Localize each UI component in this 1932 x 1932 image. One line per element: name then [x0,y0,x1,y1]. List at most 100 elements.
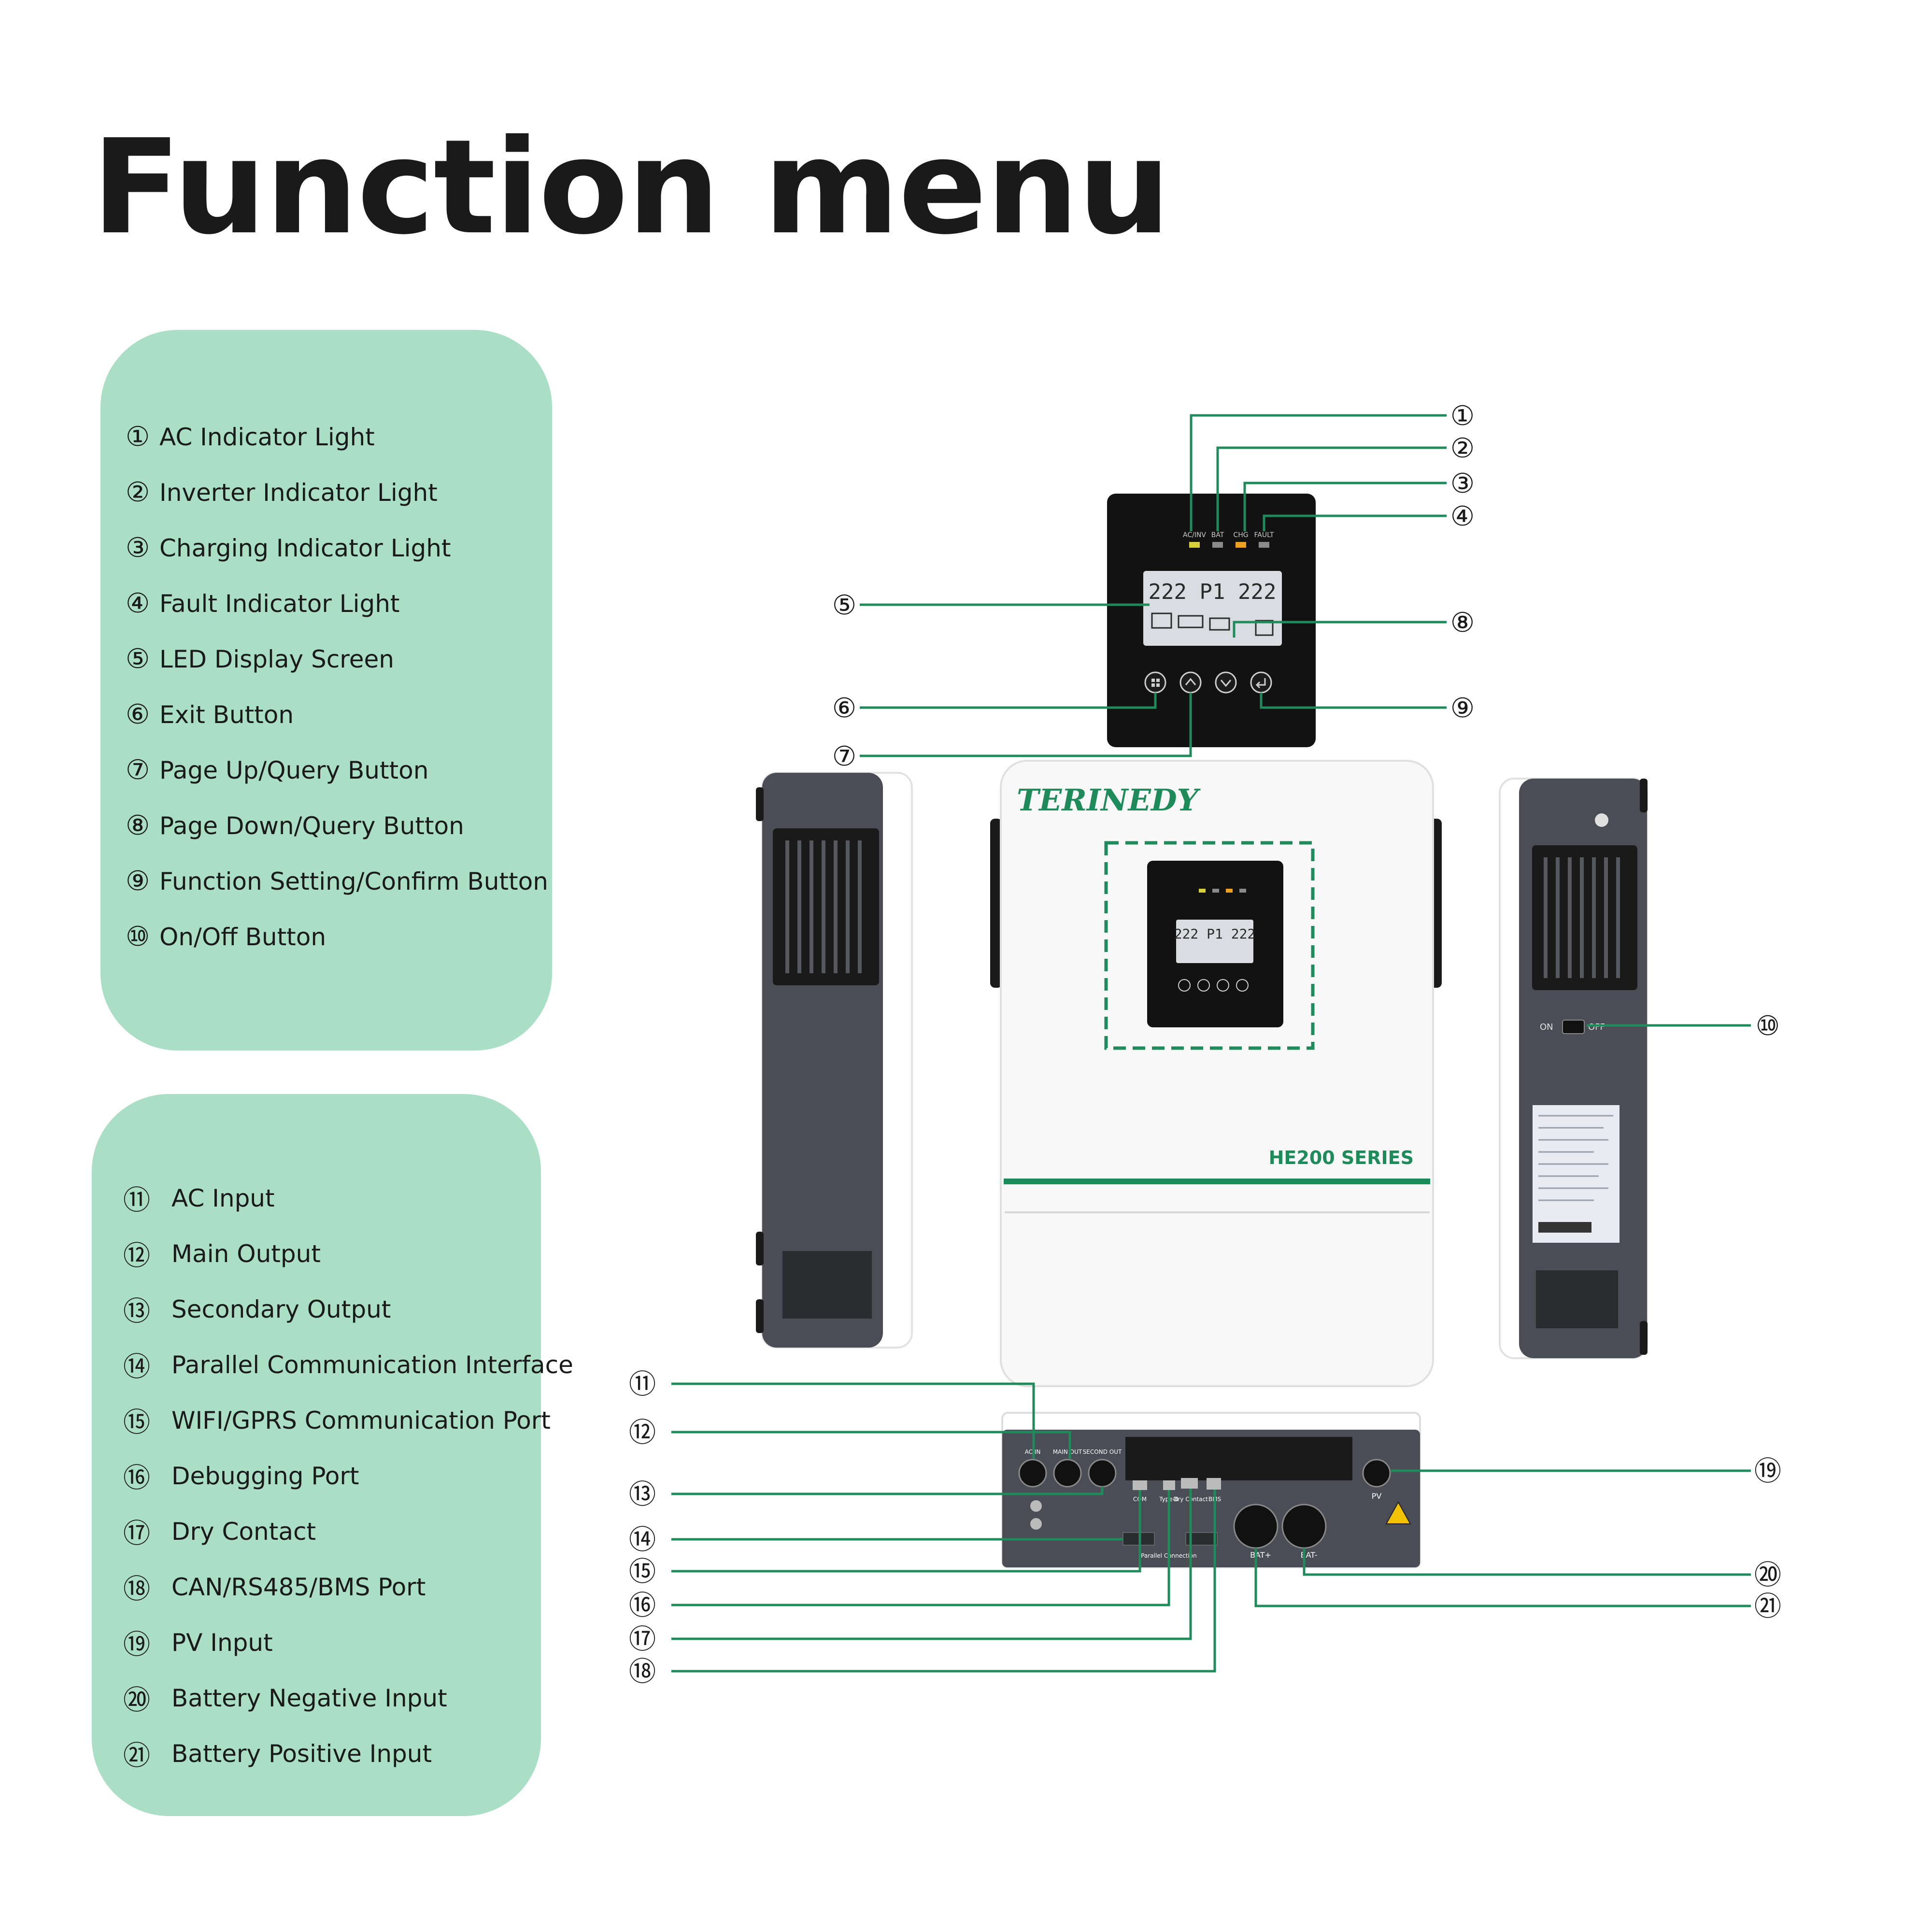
legend-number: ⑨ [126,866,150,897]
type-b-port [1163,1480,1175,1490]
legend-number: ⑮ [123,1407,150,1438]
chg-indicator-light [1236,542,1246,548]
switch-on-label: ON [1540,1022,1553,1032]
callout-13: ⑬ [629,1479,656,1510]
legend-item-14: ⑭ Parallel Communication Interface [123,1345,573,1384]
legend-label: Battery Negative Input [171,1684,447,1712]
legend-number: ⑲ [123,1629,150,1661]
highlight-box [1104,841,1315,1050]
legend-label: LED Display Screen [159,645,394,673]
callout-14: ⑭ [629,1524,656,1556]
legend-label: Function Setting/Confirm Button [159,867,548,895]
legend-item-11: ⑪ AC Input [123,1179,275,1218]
bottom-view: AC IN MAIN OUT SECOND OUT COM Type-B Dry… [1001,1412,1421,1568]
callout-11: ⑪ [629,1369,656,1400]
legend-item-18: ⑱ CAN/RS485/BMS Port [123,1567,426,1606]
on-off-switch[interactable] [1562,1020,1585,1034]
callout-15: ⑮ [629,1556,656,1588]
legend-item-2: ② Inverter Indicator Light [126,477,438,508]
front-lcd-readout: 222 P1 222 [1174,926,1256,942]
legend-label: WIFI/GPRS Communication Port [171,1406,551,1435]
legend-label: CAN/RS485/BMS Port [171,1573,426,1601]
legend-number: ① [126,421,150,453]
page-up-button[interactable] [1179,671,1202,694]
legend-item-3: ③ Charging Indicator Light [126,532,451,564]
legend-number: ⑫ [123,1240,150,1272]
barcode [1538,1222,1591,1233]
bat-negative-port [1281,1504,1327,1549]
fault-indicator-light [1259,542,1269,548]
bms-port [1207,1478,1221,1490]
brand-logo: TERINEDY [1017,782,1201,818]
callout-10: ⑩ [1756,1010,1780,1042]
legend-item-10: ⑩ On/Off Button [126,921,326,952]
legend-number: ⑯ [123,1463,150,1494]
ac-in-port [1018,1459,1047,1488]
bottom-vent [1125,1437,1352,1480]
legend-panel-top [100,330,552,1051]
legend-label: Exit Button [159,700,294,729]
up-arrow-icon [1185,678,1196,685]
legend-label: Inverter Indicator Light [159,478,438,507]
green-stripe [1004,1179,1430,1184]
warning-icon [1385,1501,1411,1524]
indicator-label-bat: BAT [1211,531,1224,539]
legend-label: AC Indicator Light [159,423,375,451]
callout-20: ⑳ [1754,1560,1781,1591]
legend-label: Main Output [171,1239,321,1268]
legend-label: Fault Indicator Light [159,589,400,618]
callout-16: ⑯ [629,1590,656,1621]
legend-label: Page Down/Query Button [159,811,464,840]
legend-number: ⑰ [123,1518,150,1549]
down-arrow-icon [1220,680,1232,687]
exit-button[interactable] [1144,671,1166,694]
legend-number: ② [126,477,150,508]
callout-21: ㉑ [1754,1591,1781,1622]
page-down-button[interactable] [1215,671,1237,694]
legend-label: Dry Contact [171,1517,316,1546]
bat-indicator-light [1212,542,1223,548]
legend-item-17: ⑰ Dry Contact [123,1512,316,1551]
legend-number: ⑥ [126,699,150,730]
callout-3: ③ [1450,468,1475,499]
legend-item-4: ④ Fault Indicator Light [126,588,400,619]
legend-number: ⑱ [123,1574,150,1605]
legend-label: Parallel Communication Interface [171,1350,573,1379]
callout-2: ② [1450,433,1475,464]
callout-17: ⑰ [629,1624,656,1655]
indicator-label-chg: CHG [1233,531,1248,539]
legend-number: ⑦ [126,754,150,786]
legend-label: AC Input [171,1184,275,1212]
left-side-view [756,772,913,1349]
callout-8: ⑧ [1450,607,1475,639]
legend-label: On/Off Button [159,923,327,951]
legend-number: ⑪ [123,1185,150,1216]
callout-18: ⑱ [629,1656,656,1688]
main-out-label: MAIN OUT [1053,1449,1082,1455]
callout-7: ⑦ [832,741,856,772]
legend-number: ③ [126,532,150,564]
front-unit: TERINEDY 222 P1 222 HE200 SERIES [990,760,1442,1387]
legend-item-12: ⑫ Main Output [123,1234,321,1273]
second-out-port [1088,1459,1117,1488]
indicator-label-ac: AC/INV [1183,531,1206,539]
legend-label: Secondary Output [171,1295,391,1323]
callout-9: ⑨ [1450,693,1475,724]
pv-port [1362,1459,1391,1488]
control-panel-closeup: AC/INV BAT CHG FAULT 222 P1 222 [1107,494,1316,747]
legend-number: ④ [126,588,150,619]
legend-label: Charging Indicator Light [159,534,451,562]
lcd-readout: 222 P1 222 [1149,580,1277,604]
second-out-label: SECOND OUT [1083,1449,1122,1455]
legend-item-20: ⑳ Battery Negative Input [123,1678,447,1718]
enter-icon [1255,678,1266,689]
legend-label: PV Input [171,1628,273,1657]
legend-item-5: ⑤ LED Display Screen [126,643,394,675]
confirm-button[interactable] [1250,671,1272,694]
legend-item-15: ⑮ WIFI/GPRS Communication Port [123,1401,551,1440]
legend-item-8: ⑧ Page Down/Query Button [126,810,464,841]
legend-panel-bottom [92,1094,541,1816]
callout-6: ⑥ [832,693,856,724]
right-vent-grille [1532,845,1637,990]
